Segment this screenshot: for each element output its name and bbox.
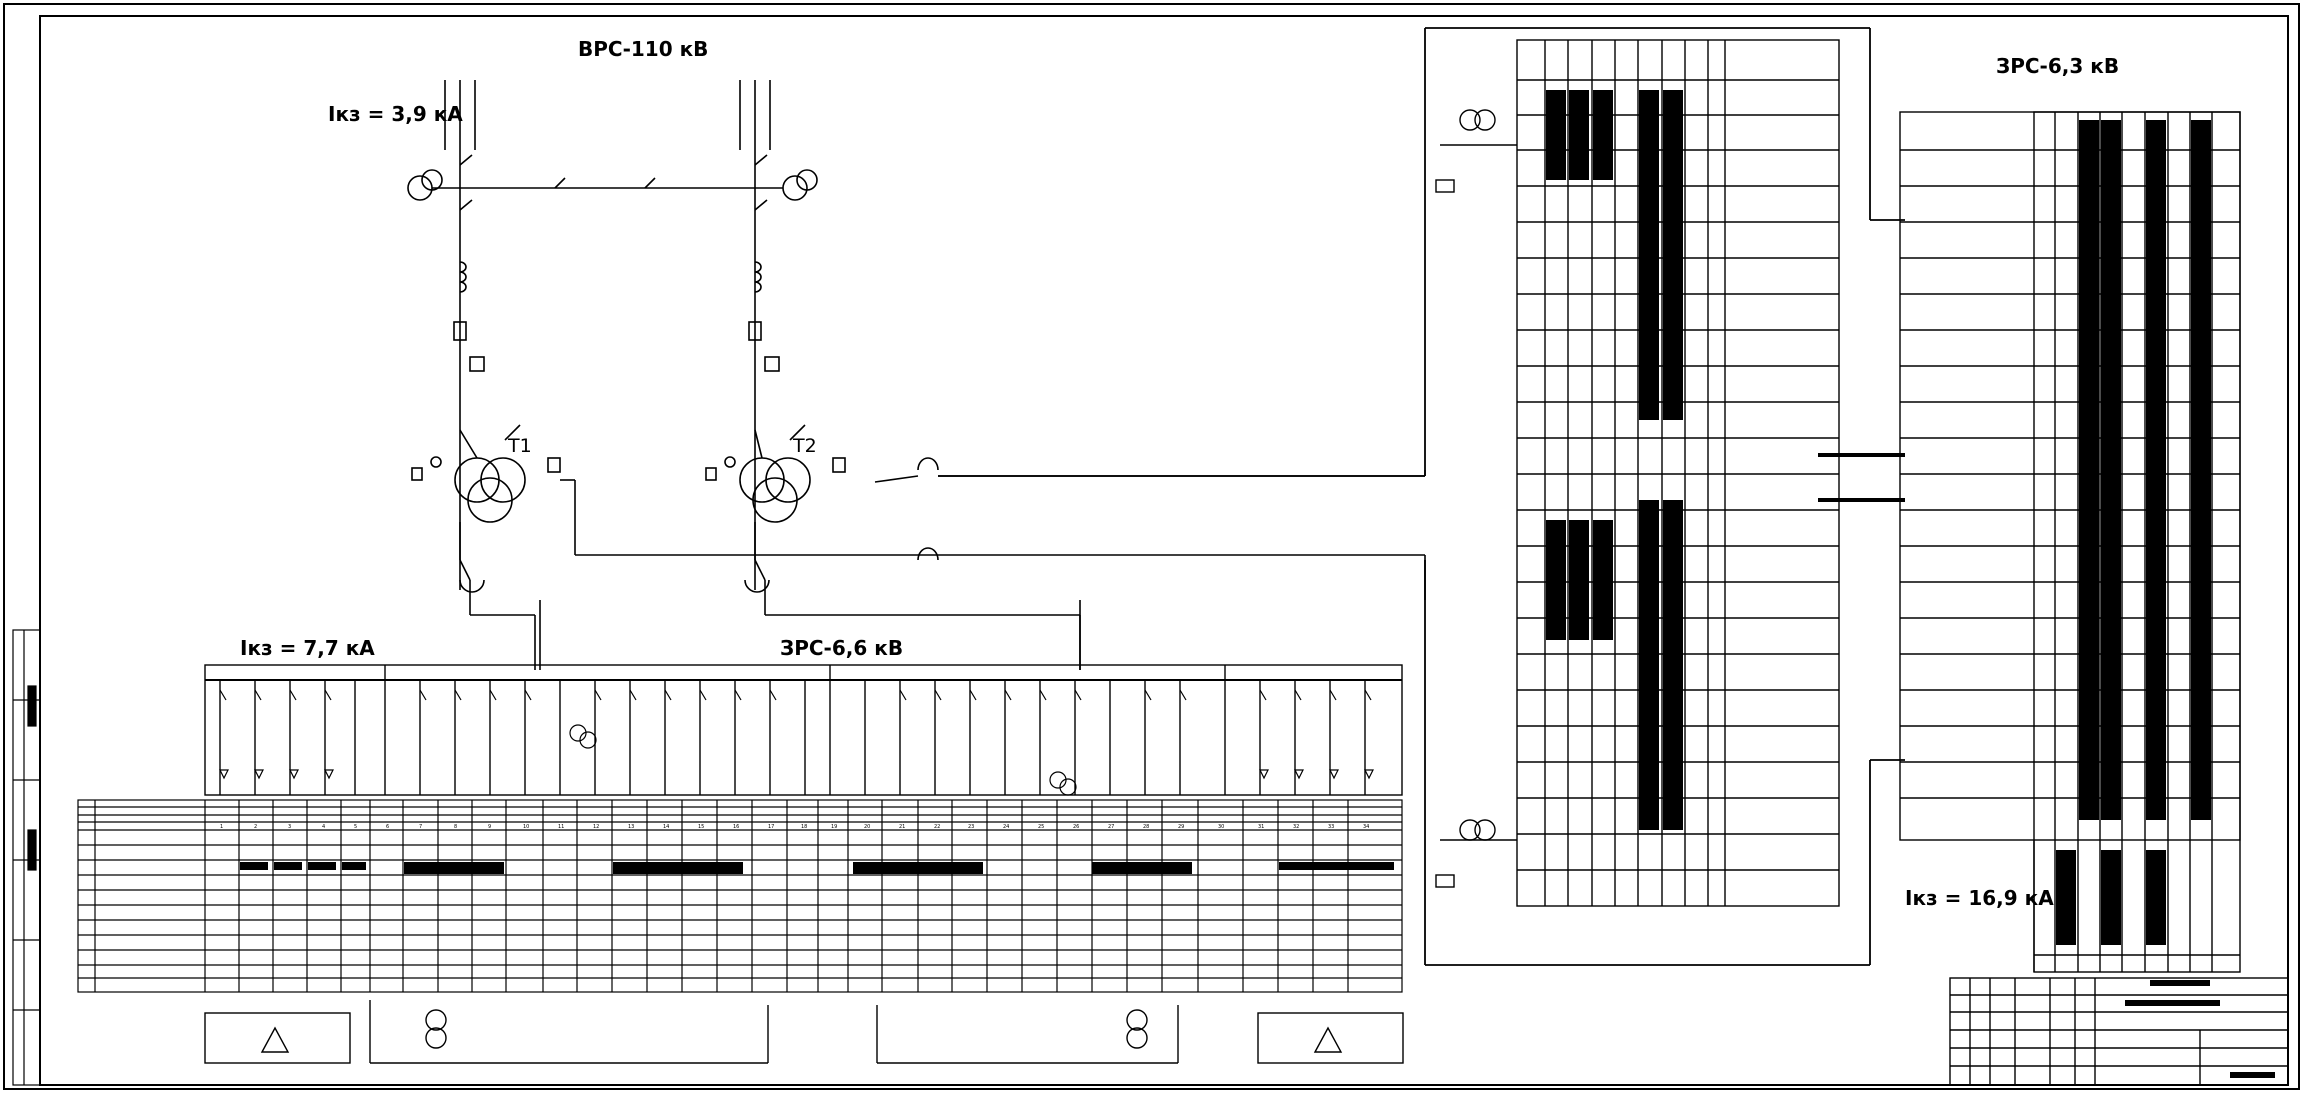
ikz-66-label: Iкз = 7,7 кА [240, 636, 375, 660]
cell-number: 22 [934, 824, 940, 830]
hv-scheme [407, 80, 1426, 670]
sw-66-label: ЗРС-6,6 кВ [780, 636, 903, 660]
sw63-left-fills [1546, 90, 1683, 830]
left-margin-strips [12, 629, 41, 1086]
t1-label: T1 [507, 435, 532, 457]
cell-number: 29 [1178, 824, 1184, 830]
cell-number: 24 [1003, 824, 1009, 830]
cell-number: 5 [354, 824, 357, 830]
sw66-data-table [77, 799, 1403, 993]
cell-number: 15 [698, 824, 704, 830]
feeder-lines-to-63kv [938, 27, 1905, 966]
sw66-bottom-equipment [204, 1000, 1404, 1064]
cell-number: 9 [488, 824, 491, 830]
sw-63-label: ЗРС-6,3 кВ [1996, 54, 2119, 78]
sw63-right-fills [2056, 120, 2211, 945]
sw63-left-column [1435, 39, 1840, 907]
cell-number: 1 [220, 824, 223, 830]
cell-number: 34 [1363, 824, 1369, 830]
cell-number: 17 [768, 824, 774, 830]
cell-number: 32 [1293, 824, 1299, 830]
cell-number: 10 [523, 824, 529, 830]
sw66-cells [204, 664, 1403, 796]
cell-number: 31 [1258, 824, 1264, 830]
cell-number: 12 [593, 824, 599, 830]
cell-number: 27 [1108, 824, 1114, 830]
cell-number: 3 [288, 824, 291, 830]
cell-number: 21 [899, 824, 905, 830]
cell-number: 25 [1038, 824, 1044, 830]
drawing-frame [39, 15, 2289, 1086]
ikz-63-label: Iкз = 16,9 кА [1905, 886, 2054, 910]
ikz-110-label: Iкз = 3,9 кА [328, 102, 463, 126]
cell-number: 20 [864, 824, 870, 830]
t2-label: T2 [792, 435, 817, 457]
cell-number: 7 [419, 824, 422, 830]
cell-number: 14 [663, 824, 669, 830]
hv-switchgear-label: ВРС-110 кВ [578, 37, 708, 61]
cell-number: 30 [1218, 824, 1224, 830]
cell-number: 4 [322, 824, 325, 830]
cell-number: 13 [628, 824, 634, 830]
cell-number: 6 [386, 824, 389, 830]
cell-number: 18 [801, 824, 807, 830]
cell-number: 28 [1143, 824, 1149, 830]
cell-number: 16 [733, 824, 739, 830]
sw63-right-column [1899, 111, 2241, 973]
cell-number: 19 [831, 824, 837, 830]
cell-number: 26 [1073, 824, 1079, 830]
cell-number: 23 [968, 824, 974, 830]
outer-frame [3, 3, 2300, 1090]
title-block [1949, 977, 2289, 1086]
sw66-cell-numbers: 1 2 3 4 5 6 7 8 9 10 11 12 13 14 15 16 1… [220, 824, 1369, 830]
title-block-fills [2125, 980, 2275, 1078]
cell-number: 33 [1328, 824, 1334, 830]
sw66-cell-symbols [219, 689, 1374, 796]
cell-number: 11 [558, 824, 564, 830]
sw66-table-fills [240, 862, 1394, 874]
cell-number: 8 [454, 824, 457, 830]
cell-number: 2 [254, 824, 257, 830]
